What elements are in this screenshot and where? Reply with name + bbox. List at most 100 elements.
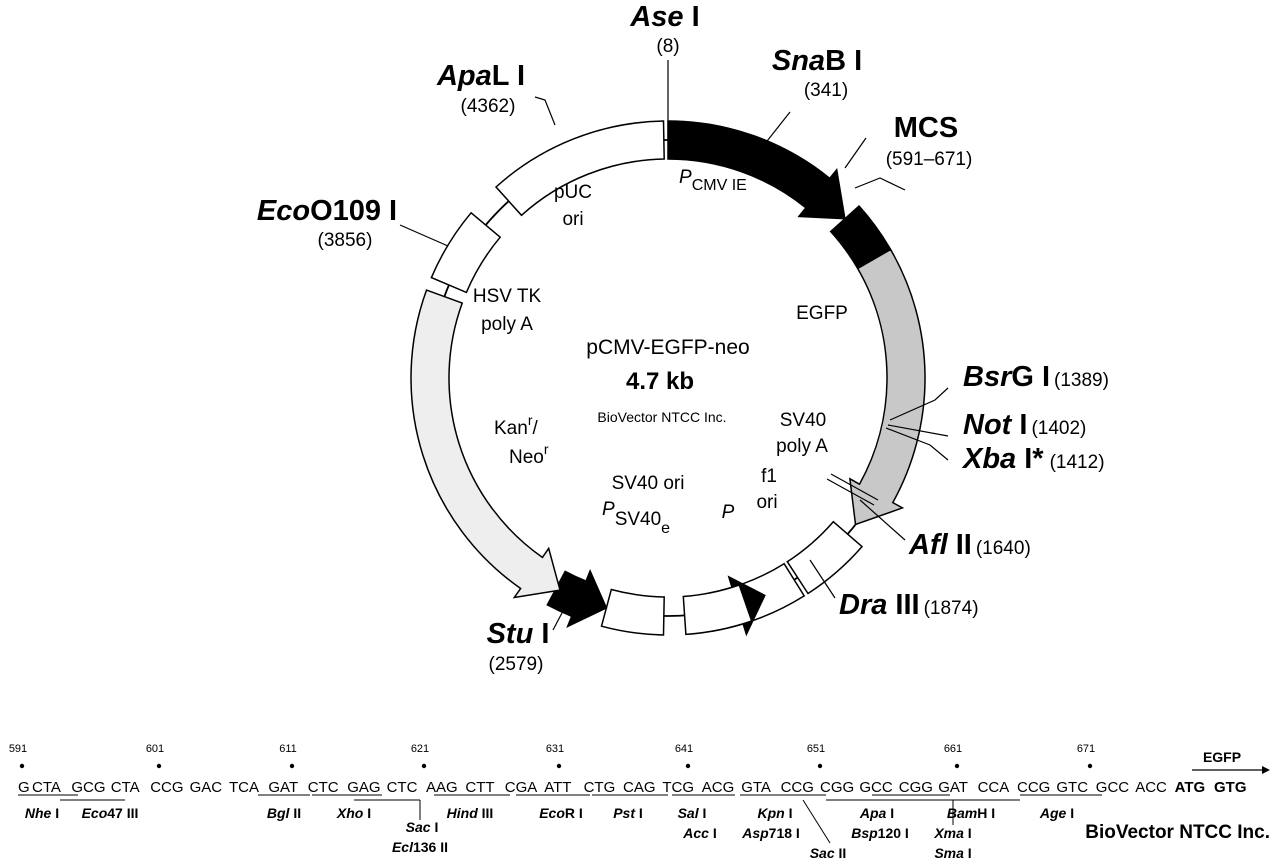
leader-xba <box>885 427 949 461</box>
mcs-codon: GTG <box>1214 779 1247 796</box>
mcs-number: 591 <box>9 743 27 755</box>
mcs-codon: CCA <box>978 779 1010 796</box>
leader-snab <box>759 111 791 151</box>
mcs-codon: CCG <box>1017 779 1050 796</box>
mcs-number-dot <box>289 763 295 769</box>
svg-text:(8): (8) <box>656 36 679 57</box>
mcs-codon: ACG <box>702 779 735 796</box>
site-bsrg: BsrG I(1389) <box>963 361 1109 393</box>
mcs-codon: CTC <box>387 779 418 796</box>
svg-text:EGFP: EGFP <box>1203 749 1241 765</box>
label-f1-2: ori <box>756 492 777 513</box>
svg-text:Xma I: Xma I <box>933 825 971 841</box>
svg-text:Ase I: Ase I <box>629 1 699 33</box>
mcs-codon: GAG <box>347 779 380 796</box>
mcs-number: 611 <box>279 743 297 755</box>
svg-text:MCS: MCS <box>894 112 958 144</box>
mcs-number: 621 <box>411 743 429 755</box>
mcs-codon: CTA <box>111 779 140 796</box>
svg-text:(2579): (2579) <box>489 654 544 675</box>
mcs-number: 661 <box>944 743 962 755</box>
egfp-arrow: EGFP <box>1192 749 1270 774</box>
site-afl: Afl II(1640) <box>908 529 1031 561</box>
plasmid-brand: BioVector NTCC Inc. <box>597 409 726 425</box>
mcs-codon: G <box>18 779 30 796</box>
leader-dra <box>809 559 836 599</box>
svg-text:(591–671): (591–671) <box>886 149 973 170</box>
svg-text:Acc I: Acc I <box>682 825 716 841</box>
mcs-number-dot <box>421 763 427 769</box>
svg-text:Sac II: Sac II <box>810 845 847 861</box>
svg-text:Nhe I: Nhe I <box>25 805 59 821</box>
mcs-site-leader <box>802 799 831 844</box>
sv40ori-segment <box>600 588 665 636</box>
site-eco: EcoO109 I (3856) <box>257 195 397 251</box>
label-sv40pa-2: poly A <box>776 436 828 457</box>
label-kan: Kanr/ <box>494 412 538 439</box>
leader-stu <box>552 593 573 631</box>
leader-apal <box>534 96 556 126</box>
svg-text:EcoR I: EcoR I <box>539 805 583 821</box>
mcs-codon: CGG <box>899 779 933 796</box>
site-xba: Xba I*(1412) <box>961 443 1105 475</box>
svg-text:Sma I: Sma I <box>934 845 971 861</box>
footer-brand: BioVector NTCC Inc. <box>1085 822 1270 843</box>
mcs-number-dot <box>685 763 691 769</box>
mcs-codon: CTG <box>584 779 616 796</box>
kanneo-segment <box>410 289 561 599</box>
mcs-codon: TCG <box>662 779 694 796</box>
mcs-codon: GTA <box>741 779 771 796</box>
mcs-codon: GCC <box>859 779 893 796</box>
afl-divider-0 <box>830 473 879 501</box>
leader-bsrg <box>889 387 949 421</box>
leader-mcs-2 <box>854 177 906 191</box>
site-not: Not I(1402) <box>963 409 1086 441</box>
mcs-codon: CCG <box>150 779 183 796</box>
svg-text:Not I(1402): Not I(1402) <box>963 409 1086 441</box>
egfp-segment <box>848 248 926 526</box>
mcs-codon: ATT <box>544 779 571 796</box>
svg-text:SnaB I: SnaB I <box>772 45 862 77</box>
label-pcmv: PCMV IE <box>679 167 747 194</box>
mcs-enzymes: Nhe I Eco47 III Bgl II Xho I Hind III Ec… <box>25 805 1074 861</box>
psv40-segment <box>546 568 608 629</box>
svg-text:BamH I: BamH I <box>947 805 995 821</box>
label-sv40ori: SV40 ori <box>612 473 685 494</box>
mcs-codon: AAG <box>426 779 458 796</box>
svg-text:(4362): (4362) <box>461 96 516 117</box>
svg-text:Sal I: Sal I <box>678 805 707 821</box>
mcs-number-dot <box>1087 763 1093 769</box>
label-hsv-1: HSV TK <box>473 286 542 307</box>
svg-text:Asp718 I: Asp718 I <box>741 825 800 841</box>
label-puc-2: ori <box>562 209 583 230</box>
site-apal: ApaL I (4362) <box>436 60 525 117</box>
label-f1-1: f1 <box>761 466 777 487</box>
mcs-number-dot <box>954 763 960 769</box>
sv40polya-segment <box>786 520 864 595</box>
mcs-number: 601 <box>146 743 164 755</box>
mcs-codon: GAT <box>268 779 298 796</box>
site-dra: Dra III(1874) <box>839 589 979 621</box>
mcs-number-dot <box>19 763 25 769</box>
puc-segment <box>494 120 665 217</box>
mcs-codon: CTC <box>308 779 339 796</box>
svg-text:(341): (341) <box>804 80 848 101</box>
svg-text:Sac I: Sac I <box>406 819 439 835</box>
label-sv40pa-1: SV40 <box>780 410 826 431</box>
svg-text:Hind III: Hind III <box>447 805 494 821</box>
plasmid-size: 4.7 kb <box>626 368 694 395</box>
mcs-codon: CAG <box>623 779 656 796</box>
svg-text:Afl II(1640): Afl II(1640) <box>908 529 1031 561</box>
svg-text:Kpn I: Kpn I <box>758 805 793 821</box>
f1-gap-segment <box>682 584 753 636</box>
afl-divider-1 <box>826 478 875 506</box>
leader-not <box>887 424 949 437</box>
svg-text:Dra III(1874): Dra III(1874) <box>839 589 979 621</box>
svg-text:(3856): (3856) <box>318 230 373 251</box>
mcs-codon: GAT <box>938 779 968 796</box>
mcs-number: 671 <box>1077 743 1095 755</box>
mcs-codon: CTA <box>32 779 61 796</box>
svg-text:Xho I: Xho I <box>336 805 371 821</box>
mcs-codon: CGA <box>505 779 538 796</box>
leader-eco <box>399 224 449 247</box>
